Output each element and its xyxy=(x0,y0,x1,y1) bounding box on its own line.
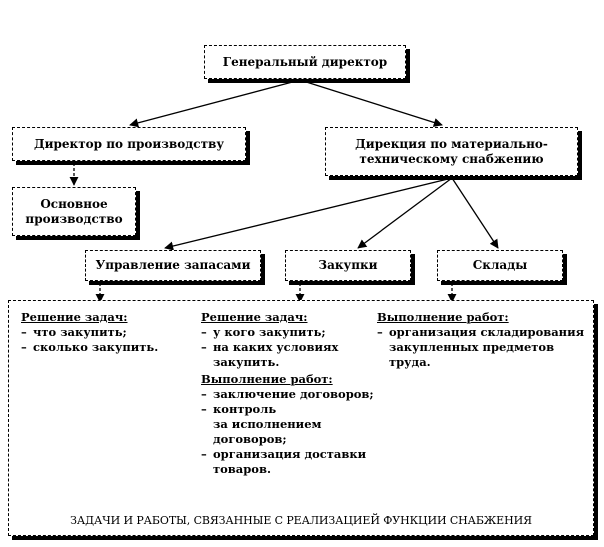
node-main-production-label: Основное производство xyxy=(25,196,123,226)
node-inventory-management-label: Управление запасами xyxy=(95,258,251,272)
list-item: –организация складирования закупленных п… xyxy=(377,325,585,369)
arrow-ceo-to-production xyxy=(129,79,301,128)
list-item: –сколько закупить. xyxy=(21,340,159,354)
node-supply-directorate: Дирекция по материально- техническому сн… xyxy=(325,127,578,176)
bullet-dash: – xyxy=(201,402,207,416)
node-main-production: Основное производство xyxy=(12,187,136,236)
bullet-dash: – xyxy=(21,325,27,339)
node-supply-directorate-label: Дирекция по материально- техническому сн… xyxy=(355,136,548,166)
arrow-supply-to-inventory xyxy=(164,177,453,251)
list-item: –организация доставки товаров. xyxy=(201,447,367,476)
list-item: –контроль за исполнением договоров; xyxy=(201,402,322,446)
bullet-dash: – xyxy=(201,325,207,339)
panel-caption: ЗАДАЧИ И РАБОТЫ, СВЯЗАННЫЕ С РЕАЛИЗАЦИЕЙ… xyxy=(70,514,532,527)
node-ceo: Генеральный директор xyxy=(204,45,406,79)
arrow-ceo-to-supply xyxy=(299,79,443,127)
column-inventory-tasks: Решение задач: –что закупить; –сколько з… xyxy=(21,310,199,355)
column-heading-works: Выполнение работ: xyxy=(201,372,333,386)
node-warehouses: Склады xyxy=(437,250,563,281)
column-heading: Решение задач: xyxy=(201,310,308,324)
bullet-dash: – xyxy=(21,340,27,354)
node-ceo-label: Генеральный директор xyxy=(222,54,388,69)
node-warehouses-label: Склады xyxy=(472,258,528,272)
tasks-panel: Решение задач: –что закупить; –сколько з… xyxy=(8,300,594,536)
node-production-director: Директор по производству xyxy=(12,127,246,161)
node-purchasing-label: Закупки xyxy=(318,258,378,272)
bullet-dash: – xyxy=(377,325,383,339)
column-warehouse-tasks: Выполнение работ: –организация складиров… xyxy=(377,310,589,370)
node-production-director-label: Директор по производству xyxy=(33,136,225,151)
node-inventory-management: Управление запасами xyxy=(85,250,261,281)
list-item: –на каких условиях закупить. xyxy=(201,340,339,369)
column-purchasing-tasks: Решение задач: –у кого закупить; –на как… xyxy=(201,310,379,477)
column-heading: Решение задач: xyxy=(21,310,128,324)
column-heading: Выполнение работ: xyxy=(377,310,509,324)
arrow-supply-to-purchasing xyxy=(357,177,453,249)
list-item: –что закупить; xyxy=(21,325,127,339)
bullet-dash: – xyxy=(201,340,207,354)
list-item: –заключение договоров; xyxy=(201,387,374,401)
list-item: –у кого закупить; xyxy=(201,325,326,339)
node-purchasing: Закупки xyxy=(285,250,411,281)
arrow-supply-to-warehouses xyxy=(451,177,499,249)
bullet-dash: – xyxy=(201,447,207,461)
bullet-dash: – xyxy=(201,387,207,401)
